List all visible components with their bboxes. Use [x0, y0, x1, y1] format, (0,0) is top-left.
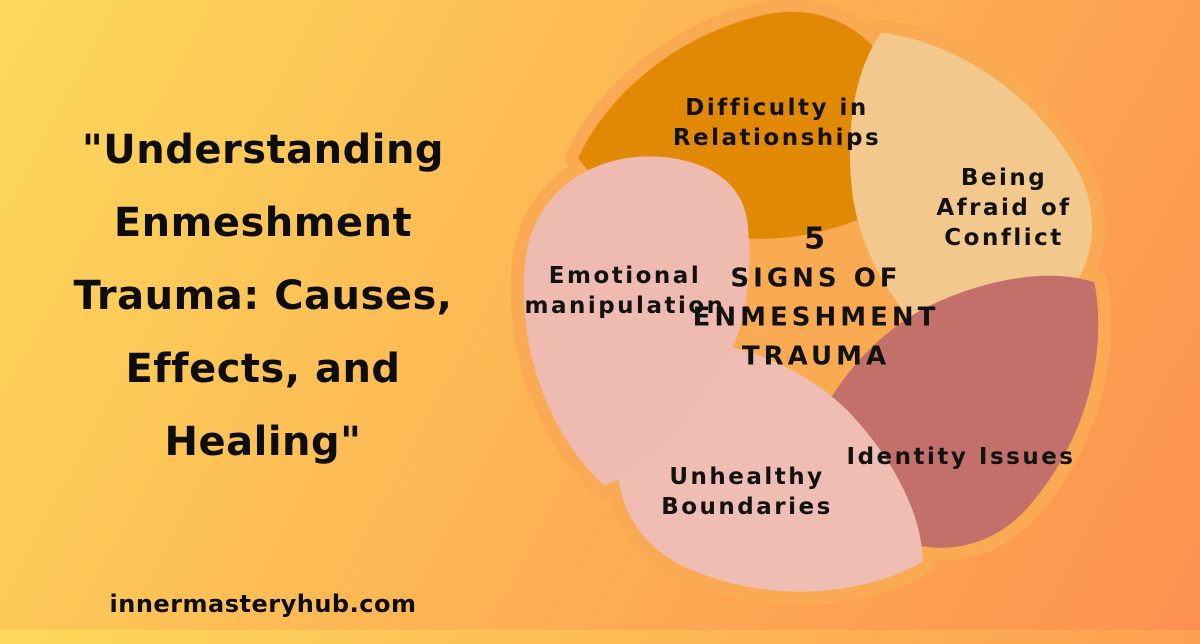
- page-title-line: Trauma: Causes,: [73, 273, 453, 319]
- diagram-center-title: 5 SIGNS OF ENMESHMENT TRAUMA: [693, 220, 940, 377]
- label-line: Boundaries: [661, 494, 833, 520]
- page-title-line: Enmeshment: [113, 200, 413, 246]
- center-title-line: SIGNS OF: [730, 263, 902, 294]
- page-title-line: "Understanding: [81, 127, 445, 173]
- page-title-line: Healing": [164, 419, 362, 465]
- label-identity-issues: Identity Issues: [847, 442, 1076, 472]
- label-unhealthy-boundaries: Unhealthy Boundaries: [661, 462, 833, 522]
- label-line: Emotional: [548, 263, 702, 289]
- label-difficulty-in-relationships: Difficulty in Relationships: [673, 93, 881, 153]
- label-line: Being: [960, 165, 1048, 191]
- swirl-diagram: [496, 0, 1136, 644]
- label-line: Unhealthy: [669, 464, 825, 490]
- website-url: innermasteryhub.com: [109, 590, 417, 618]
- center-title-line: 5: [804, 221, 828, 257]
- label-line: Identity Issues: [846, 444, 1076, 470]
- label-line: Relationships: [672, 125, 882, 151]
- center-title-line: TRAUMA: [741, 341, 891, 372]
- label-line: Conflict: [944, 225, 1064, 251]
- label-line: Difficulty in: [685, 95, 869, 121]
- label-line: Afraid of: [936, 195, 1072, 221]
- page-title-line: Effects, and: [125, 346, 401, 392]
- center-title-line: ENMESHMENT: [692, 302, 940, 333]
- page-title: "Understanding Enmeshment Trauma: Causes…: [28, 114, 498, 479]
- label-emotional-manipulation: Emotional manipulation: [524, 261, 725, 321]
- label-being-afraid-of-conflict: Being Afraid of Conflict: [936, 163, 1071, 253]
- label-line: manipulation: [524, 293, 726, 319]
